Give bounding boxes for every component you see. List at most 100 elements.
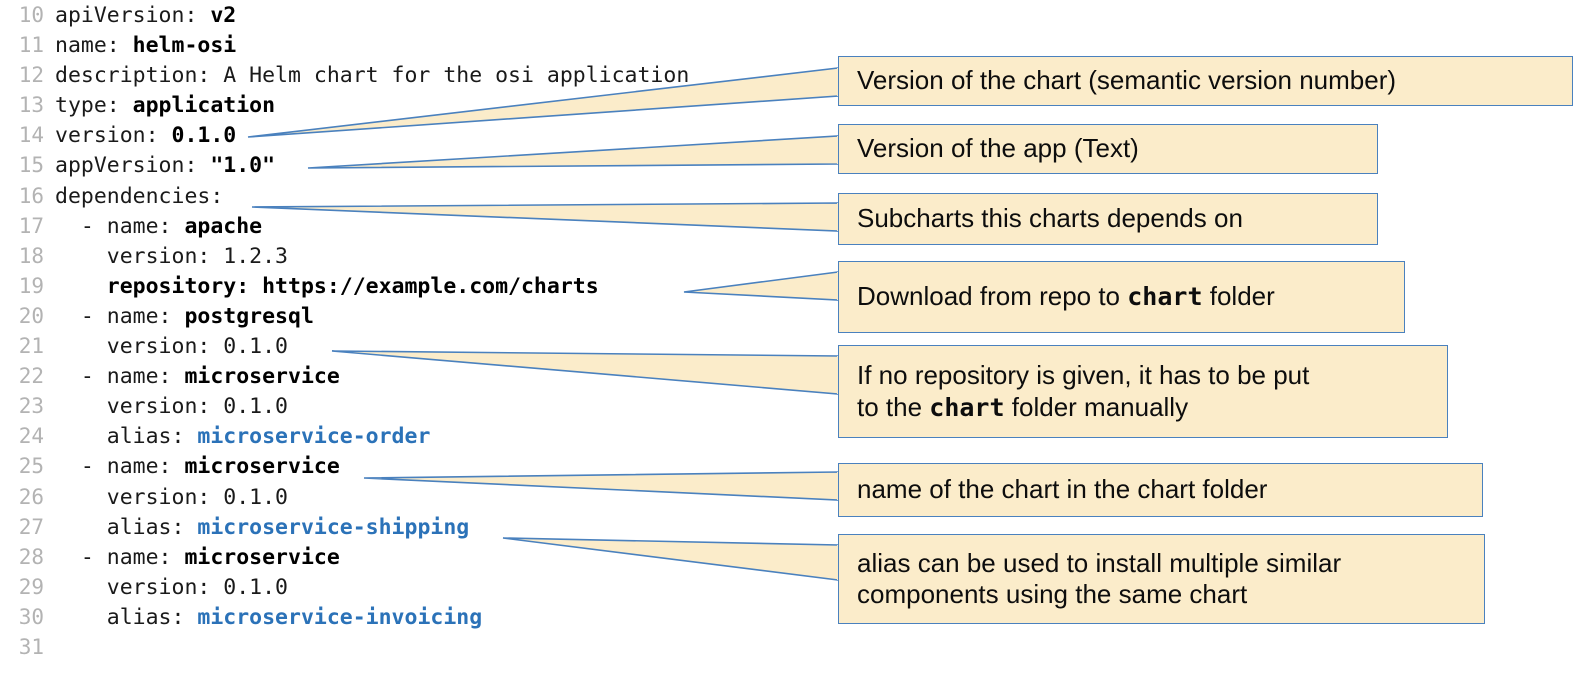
code-line-text: - name: microservice [55,543,340,573]
code-token: - name: [55,544,185,570]
line-number: 13 [18,93,44,118]
line-number: 21 [18,334,44,359]
code-line[interactable]: 17 - name: apache [0,211,840,241]
code-token: microservice [184,544,340,570]
code-line[interactable]: 10 apiVersion: v2 [0,0,840,30]
code-token: version: 0.1.0 [55,484,288,510]
code-token: microservice-shipping [197,514,470,540]
code-token: repository: https://example.com/charts [55,273,599,299]
code-line-text: version: 1.2.3 [55,242,288,272]
annotation-callout-app-version: Version of the app (Text) [838,124,1378,174]
code-line-text: appVersion: "1.0" [55,151,275,181]
code-line[interactable]: 20 - name: postgresql [0,301,840,331]
annotation-text: Version of the app (Text) [857,133,1139,164]
code-token: postgresql [184,303,314,329]
code-line-text: - name: apache [55,212,262,242]
code-line[interactable]: 21 version: 0.1.0 [0,331,840,361]
code-token: - name: [55,454,185,480]
code-line[interactable]: 14 version: 0.1.0 [0,120,840,150]
code-token: version: 0.1.0 [55,394,288,420]
annotation-text: alias can be used to install multiple si… [857,547,1342,609]
line-number: 18 [18,243,44,268]
line-number: 23 [18,394,44,419]
annotation-text: If no repository is given, it has to be … [857,360,1310,422]
code-line[interactable]: 23 version: 0.1.0 [0,391,840,421]
code-token: microservice [184,454,340,480]
code-line[interactable]: 30 alias: microservice-invoicing [0,602,840,632]
line-number: 27 [18,514,44,539]
line-number: 10 [18,3,44,27]
line-number: 29 [18,574,44,599]
annotation-callout-chart-name: name of the chart in the chart folder [838,463,1483,517]
code-token: apache [184,213,263,239]
annotation-callout-dependencies: Subcharts this charts depends on [838,193,1378,245]
line-number: 12 [18,63,44,88]
code-line-text: alias: microservice-shipping [55,513,469,543]
annotation-callout-no-repository: If no repository is given, it has to be … [838,345,1448,438]
annotation-callout-alias-usage: alias can be used to install multiple si… [838,534,1485,624]
code-token: microservice [184,364,340,390]
code-line[interactable]: 24 alias: microservice-order [0,421,840,451]
annotation-text: Subcharts this charts depends on [857,203,1243,234]
code-line-text: type: application [55,91,275,121]
code-token: 0.1.0 [171,123,237,149]
code-token: v2 [210,3,237,28]
code-token: alias: [55,514,198,540]
code-token: appVersion: [55,153,211,179]
annotation-callout-chart-version: Version of the chart (semantic version n… [838,56,1573,106]
code-line[interactable]: 18 version: 1.2.3 [0,241,840,271]
line-number: 28 [18,544,44,569]
line-number: 17 [18,213,44,238]
code-line[interactable]: 13 type: application [0,90,840,120]
code-token: version: 1.2.3 [55,243,288,269]
line-number: 31 [18,634,44,659]
code-token: "1.0" [210,153,276,179]
code-line[interactable]: 29 version: 0.1.0 [0,572,840,602]
code-line[interactable]: 12 description: A Helm chart for the osi … [0,60,840,90]
code-line[interactable]: 22 - name: microservice [0,361,840,391]
code-token: version: [55,123,172,149]
line-number: 14 [18,123,44,148]
code-line-text: version: 0.1.0 [55,483,288,513]
code-line-text: version: 0.1.0 [55,121,236,151]
code-line[interactable]: 15 appVersion: "1.0" [0,150,840,180]
code-line-text: version: 0.1.0 [55,392,288,422]
code-line[interactable]: 25 - name: microservice [0,451,840,481]
code-token: - name: [55,213,185,239]
annotation-text: name of the chart in the chart folder [857,474,1268,505]
code-token: type: [55,93,133,119]
code-token: alias: [55,604,198,630]
code-line-text: apiVersion: v2 [55,1,236,31]
code-token: alias: [55,424,198,450]
code-token: microservice-invoicing [197,604,483,630]
code-line-text: name: helm-osi [55,31,236,61]
line-number: 26 [18,484,44,509]
code-token: - name: [55,303,185,329]
code-token: description: A Helm chart for the osi ap… [55,63,690,89]
code-line[interactable]: 26 version: 0.1.0 [0,482,840,512]
code-line-text: version: 0.1.0 [55,332,288,362]
annotation-text: Version of the chart (semantic version n… [857,65,1397,96]
code-token: name: [55,33,133,59]
code-token: - name: [55,364,185,390]
code-line[interactable]: 27 alias: microservice-shipping [0,512,840,542]
code-token: dependencies: [55,183,224,209]
code-line-text: - name: microservice [55,452,340,482]
code-line-text: - name: postgresql [55,302,314,332]
code-token: version: 0.1.0 [55,574,288,600]
line-number: 15 [18,153,44,178]
line-number: 22 [18,364,44,389]
line-number: 30 [18,604,44,629]
code-line-text: - name: microservice [55,362,340,392]
code-line[interactable]: 28 - name: microservice [0,542,840,572]
line-number: 24 [18,424,44,449]
code-line[interactable]: 31 [0,632,840,662]
code-token: version: 0.1.0 [55,334,288,360]
line-number: 20 [18,303,44,328]
code-line[interactable]: 19 repository: https://example.com/chart… [0,271,840,301]
